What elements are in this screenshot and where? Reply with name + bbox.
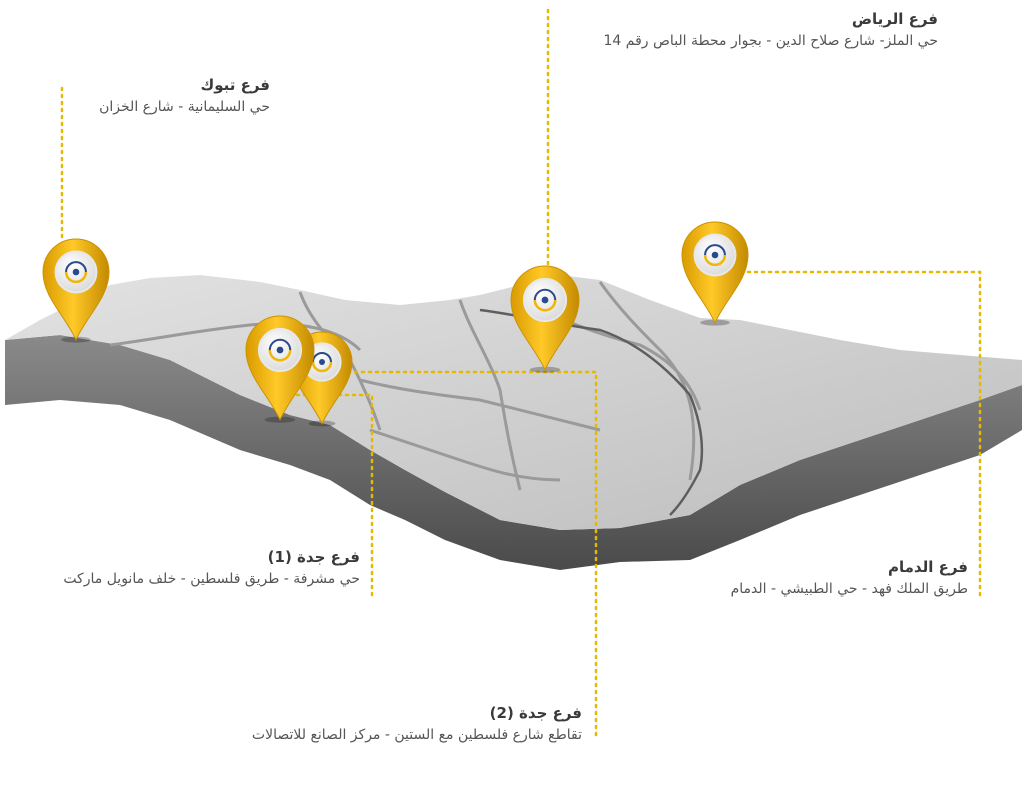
branch-address-tabuk: حي السليمانية - شارع الخزان <box>99 99 270 115</box>
company-logo-arc <box>64 271 88 284</box>
branch-title-dammam: فرع الدمام <box>888 558 968 576</box>
company-logo-dot <box>541 296 549 304</box>
branch-title-riyadh: فرع الرياض <box>851 10 938 28</box>
company-logo-arc <box>703 254 727 267</box>
map-side-wall <box>5 335 1022 570</box>
branch-label-tabuk: فرع تبوك حي السليمانية - شارع الخزان <box>99 74 270 118</box>
branch-label-dammam: فرع الدمام طريق الملك فهد - حي الطبيشي -… <box>731 556 968 600</box>
company-logo-dot <box>319 359 325 365</box>
map-pin-icon-tabuk[interactable] <box>42 238 110 343</box>
branch-address-jeddah2: تقاطع شارع فلسطين مع الستين - مركز الصان… <box>251 727 582 743</box>
branch-title-tabuk: فرع تبوك <box>200 76 270 94</box>
company-logo-dot <box>72 268 80 276</box>
map-pin-icon-riyadh[interactable] <box>510 265 580 373</box>
branch-address-dammam: طريق الملك فهد - حي الطبيشي - الدمام <box>730 581 968 597</box>
map-pin-icon-dammam[interactable] <box>681 221 749 326</box>
branch-label-riyadh: فرع الرياض حي الملز- شارع صلاح الدين - ب… <box>604 8 939 52</box>
branch-label-jeddah1: فرع جدة (1) حي مشرفة - طريق فلسطين - خلف… <box>63 546 360 590</box>
company-logo-dot <box>711 251 719 259</box>
branch-title-jeddah1: فرع جدة (1) <box>267 548 360 566</box>
branch-address-riyadh: حي الملز- شارع صلاح الدين - بجوار محطة ا… <box>603 33 939 49</box>
company-logo-dot <box>276 346 284 354</box>
branch-title-jeddah2: فرع جدة (2) <box>489 704 582 722</box>
branch-label-jeddah2: فرع جدة (2) تقاطع شارع فلسطين مع الستين … <box>252 702 582 746</box>
branch-address-jeddah1: حي مشرفة - طريق فلسطين - خلف مانويل مارك… <box>63 571 360 587</box>
leader-line-jeddah2 <box>353 370 598 742</box>
map-pin-icon-jeddah1[interactable] <box>245 315 315 423</box>
company-logo-arc <box>311 361 333 373</box>
company-logo-arc <box>533 299 557 312</box>
leader-line-dammam <box>746 270 982 602</box>
company-logo-arc <box>268 349 292 362</box>
